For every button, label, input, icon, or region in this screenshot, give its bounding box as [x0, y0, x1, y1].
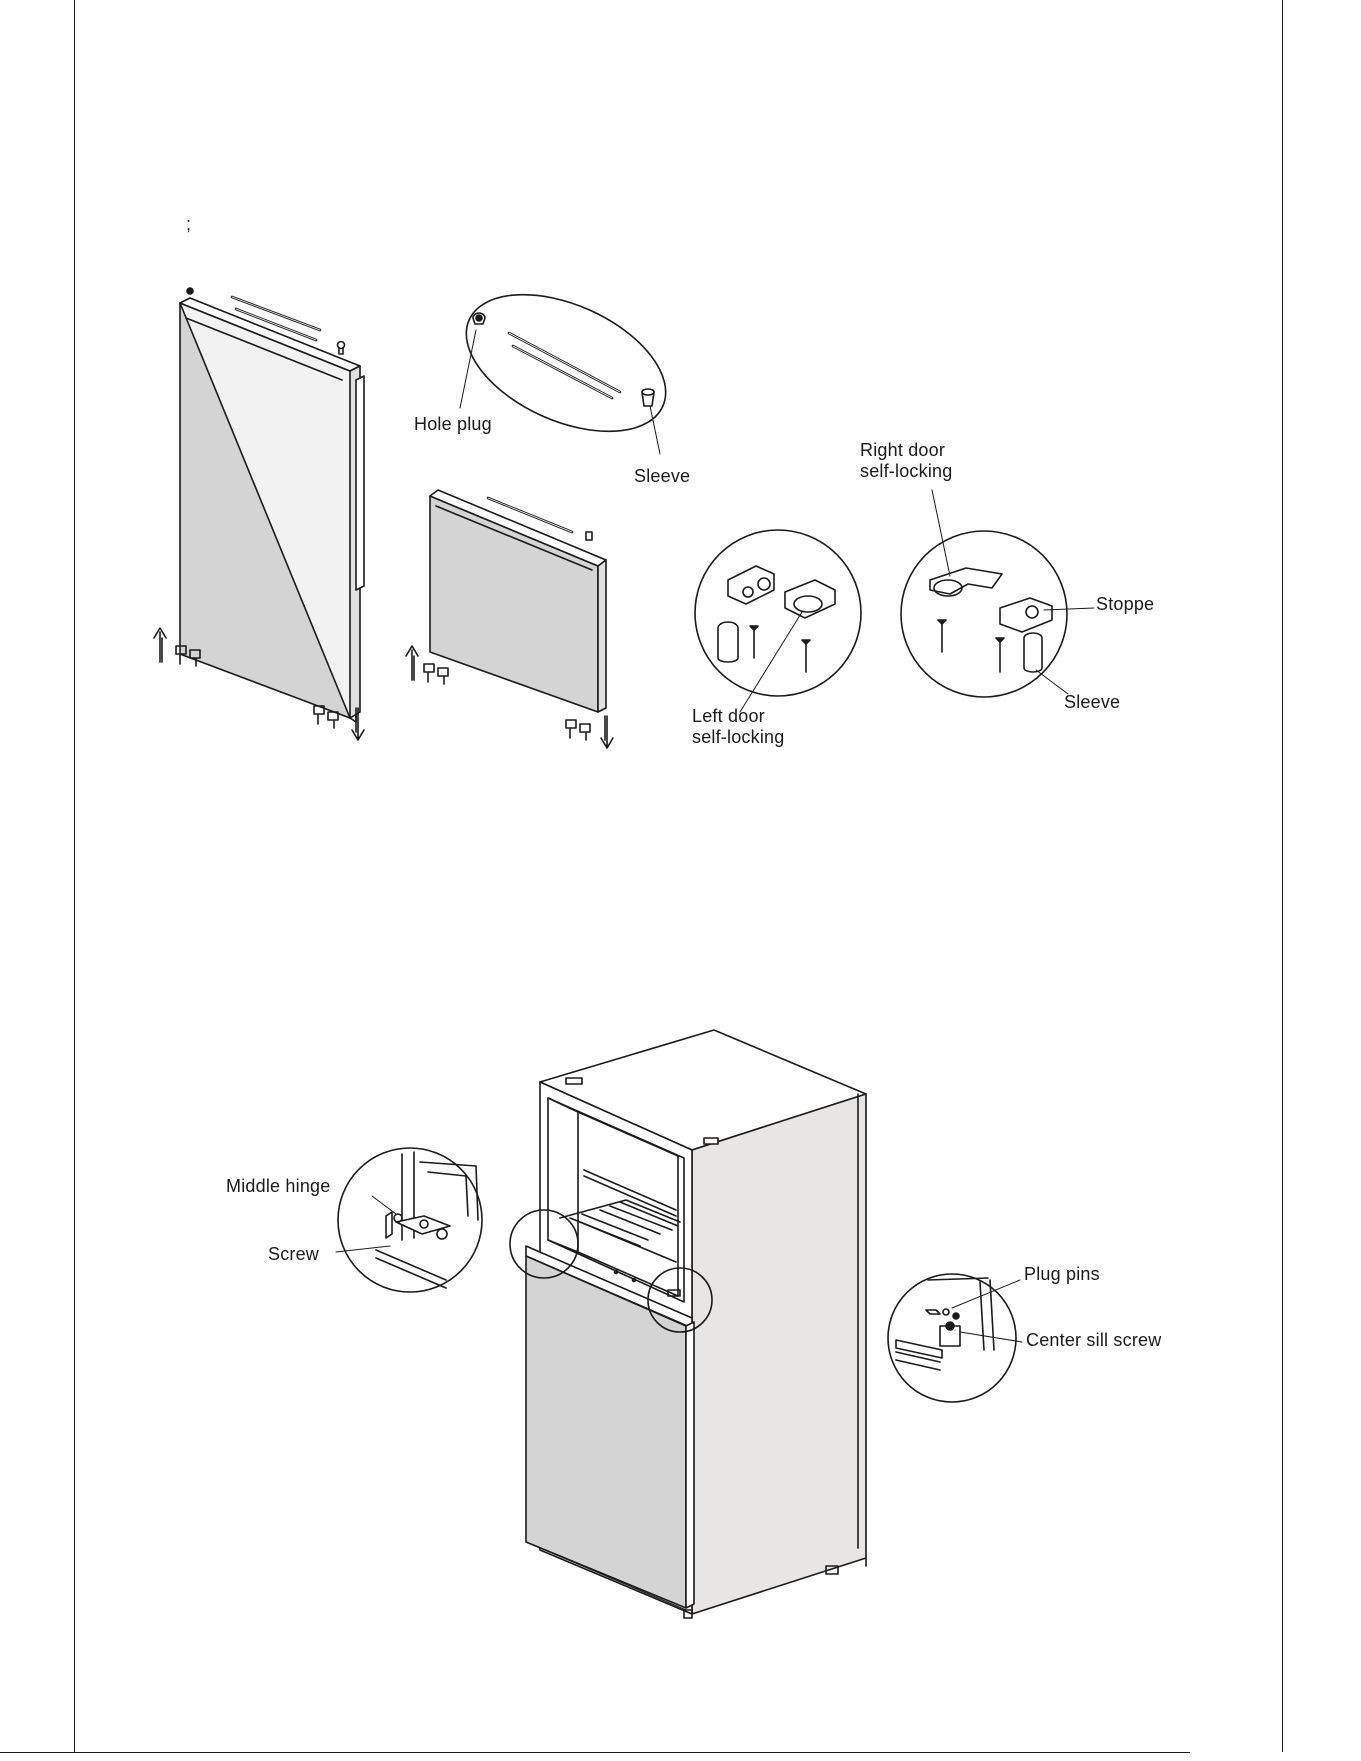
label-screw: Screw	[268, 1244, 319, 1265]
label-middle-hinge: Middle hinge	[226, 1176, 330, 1197]
middle-hinge-callout	[336, 1148, 482, 1292]
label-plug-pins: Plug pins	[1024, 1264, 1100, 1285]
center-sill-callout	[888, 1274, 1022, 1402]
label-center-sill-screw: Center sill screw	[1026, 1330, 1161, 1351]
refrigerator-cabinet	[526, 1030, 866, 1618]
